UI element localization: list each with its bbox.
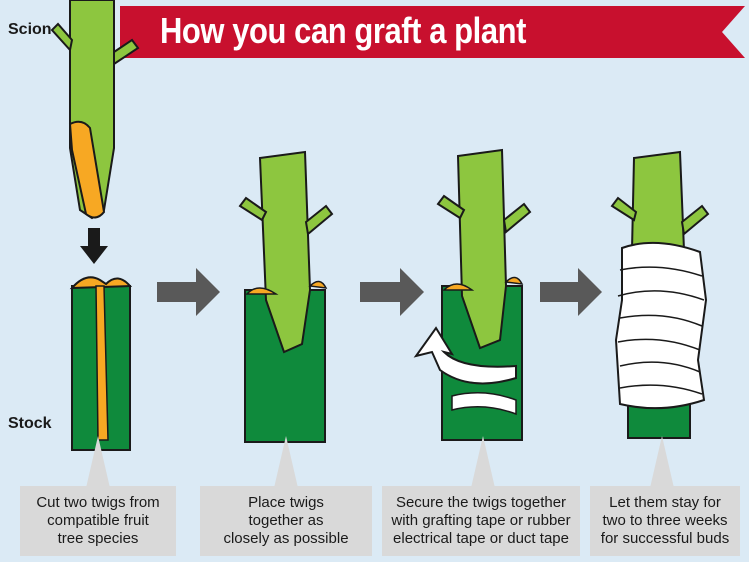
taped-twigs-in-progress (436, 148, 532, 441)
step-1-caption: Cut two twigs from compatible fruit tree… (20, 486, 176, 556)
step-3-caption-text: Secure the twigs together with grafting … (391, 494, 571, 547)
step-1-caption-text: Cut two twigs from compatible fruit tree… (36, 494, 160, 547)
right-arrow-icon (157, 268, 220, 316)
wrap-arrow-icon (413, 326, 517, 385)
joined-twigs (238, 150, 334, 443)
step-2-caption: Place twigs together as closely as possi… (200, 486, 372, 556)
caption-pointer (86, 436, 110, 488)
right-arrow-icon (360, 268, 424, 316)
caption-pointer (650, 436, 674, 488)
step-4-caption: Let them stay for two to three weeks for… (590, 486, 740, 556)
fully-taped-twigs (610, 150, 710, 439)
right-arrow-icon (540, 268, 602, 316)
scion-label: Scion (8, 21, 52, 38)
step-3-caption: Secure the twigs together with grafting … (382, 486, 580, 556)
step-2-caption-text: Place twigs together as closely as possi… (223, 494, 349, 547)
stock-label: Stock (8, 415, 52, 432)
step-4-caption-text: Let them stay for two to three weeks for… (600, 494, 730, 547)
page-title: How you can graft a plant (160, 10, 526, 51)
caption-pointer (471, 436, 495, 488)
stock-twig-cut (69, 276, 133, 451)
scion-twig (50, 0, 140, 220)
title-banner (120, 6, 745, 58)
caption-pointer (274, 436, 298, 488)
down-arrow-icon (80, 228, 108, 264)
